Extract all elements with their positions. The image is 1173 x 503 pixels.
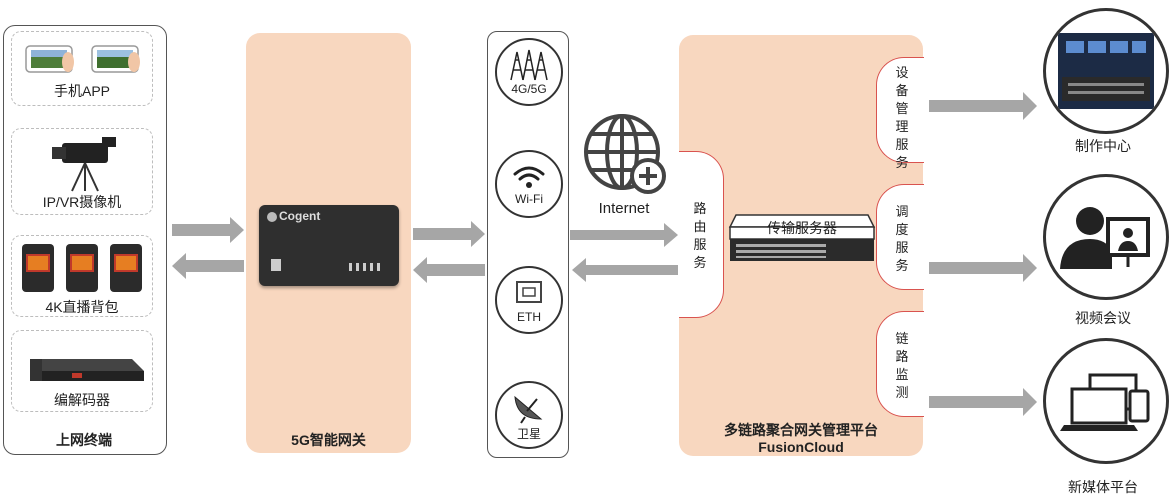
service-label-dispatch: 调度服务 (895, 204, 909, 273)
codec-icon (30, 359, 144, 381)
routing-service-label: 路由服务 (693, 201, 707, 270)
service-link-monitoring: 链路监测 (876, 311, 924, 417)
satellite-dish-icon (514, 395, 543, 424)
link-label-4g5g: 4G/5G (511, 82, 547, 96)
output-label-new-media-platform: 新媒体平台 (1068, 479, 1138, 495)
internet-globe-icon (584, 114, 666, 194)
gateway-brand: Cogent (279, 209, 321, 223)
link-4g5g: 4G/5G (495, 38, 563, 106)
cogent-logo-icon (267, 212, 277, 222)
link-label-eth: ETH (517, 310, 541, 324)
link-label-satellite: 卫星 (516, 427, 541, 441)
terminal-card-codec: 编解码器 (11, 330, 153, 412)
ethernet-port-icon (516, 281, 542, 303)
output-video-conference (1043, 174, 1169, 300)
video-conference-icon (1060, 207, 1150, 269)
gateway-title: 5G智能网关 (291, 432, 366, 448)
gateway-device: Cogent (259, 205, 399, 286)
output-label-video-conference: 视频会议 (1075, 310, 1131, 326)
service-label-device-management: 设备管理服务 (895, 65, 909, 170)
backpack-icon (22, 244, 142, 292)
link-label-wifi: Wi-Fi (515, 192, 543, 206)
link-eth: ETH (495, 266, 563, 334)
service-label-link-monitoring: 链路监测 (895, 331, 909, 400)
arrows-terminal-gateway (172, 217, 244, 279)
transmission-server: 传输服务器 (728, 213, 876, 263)
output-new-media-platform (1043, 338, 1169, 464)
service-device-management: 设备管理服务 (876, 57, 924, 170)
output-label-production-center: 制作中心 (1075, 138, 1131, 154)
cell-tower-icon (510, 49, 548, 81)
terminal-label-codec: 编解码器 (54, 392, 110, 408)
terminals-title: 上网终端 (56, 432, 112, 448)
server-rack-icon (728, 214, 876, 261)
terminal-label-backpack: 4K直播背包 (45, 299, 119, 315)
control-room-icon (1058, 33, 1154, 109)
arrows-gateway-links (413, 221, 485, 283)
arrows-platform-outputs (929, 92, 1037, 416)
terminal-label-camera: IP/VR摄像机 (42, 194, 122, 210)
terminal-card-camera: IP/VR摄像机 (11, 128, 153, 215)
transmission-server-label: 传输服务器 (767, 220, 837, 236)
internet-label: Internet (598, 200, 650, 217)
camera-icon (52, 137, 116, 192)
platform-title-line2: FusionCloud (758, 439, 844, 455)
terminal-card-phone-app: 手机APP (11, 31, 153, 106)
link-wifi: Wi-Fi (495, 150, 563, 218)
service-dispatch: 调度服务 (876, 184, 924, 290)
link-satellite: 卫星 (495, 381, 563, 449)
terminal-card-backpack: 4K直播背包 (11, 235, 153, 317)
platform-title-line1: 多链路聚合网关管理平台 (724, 422, 878, 438)
signal-led-icon (349, 263, 381, 271)
output-production-center (1043, 8, 1169, 134)
arrows-links-platform (570, 223, 678, 282)
terminal-label-phone-app: 手机APP (53, 83, 110, 99)
wifi-icon (513, 166, 545, 188)
phone-app-icon (25, 45, 140, 73)
routing-service: 路由服务 (679, 151, 724, 318)
multi-device-icon (1060, 373, 1150, 431)
qr-code-icon (271, 259, 281, 271)
